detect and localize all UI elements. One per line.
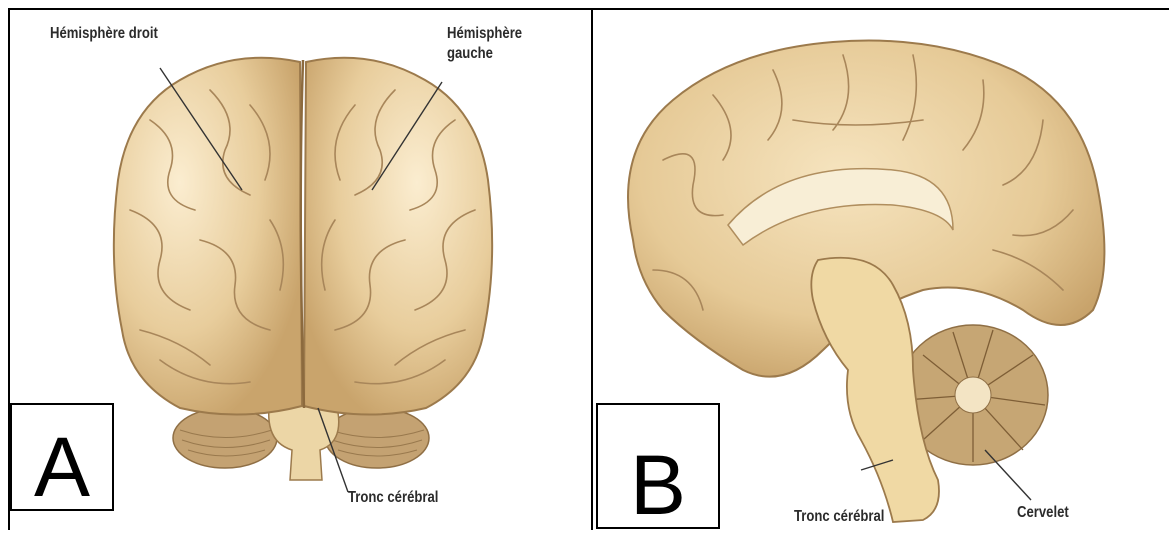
label-left-hemisphere: Hémisphère gauche	[447, 24, 537, 64]
cerebellum-left-lobe	[173, 408, 277, 468]
panel-letter-b: B	[596, 403, 720, 529]
panel-letter-a: A	[10, 403, 114, 511]
label-brainstem-b: Tronc cérébral	[794, 507, 884, 527]
label-brainstem-a: Tronc cérébral	[348, 488, 438, 508]
panel-a-front-view: Hémisphère droit Hémisphère gauche Tronc…	[8, 8, 593, 530]
label-right-hemisphere: Hémisphère droit	[50, 24, 158, 44]
right-hemisphere-shape	[114, 58, 302, 415]
panel-b-sagittal-view: Tronc cérébral Cervelet B	[591, 8, 1169, 530]
label-cerebellum: Cervelet	[1017, 503, 1069, 523]
left-hemisphere-shape	[304, 58, 492, 415]
